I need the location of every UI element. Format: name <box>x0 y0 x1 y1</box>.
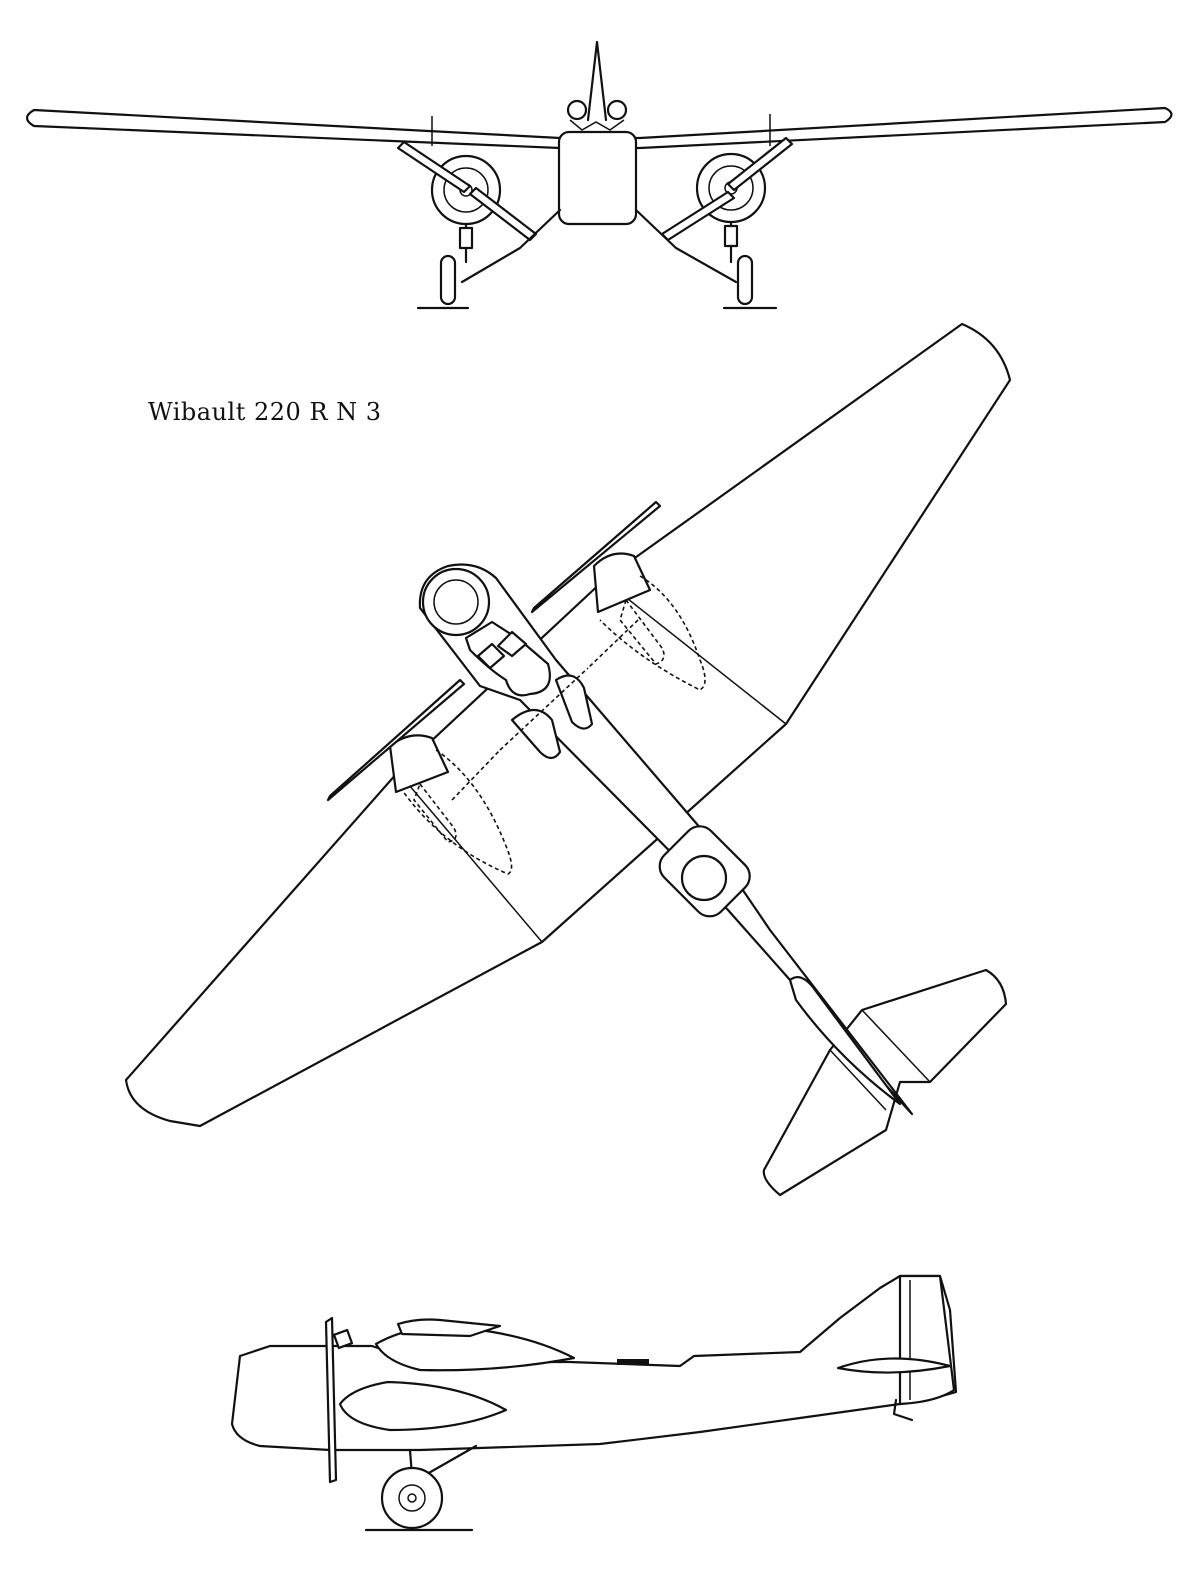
aircraft-caption: Wibault 220 R N 3 <box>148 398 382 426</box>
front-fin <box>586 40 608 122</box>
side-wheel <box>380 1466 444 1530</box>
front-left-wheel <box>439 254 457 306</box>
plan-right-engine <box>530 500 706 691</box>
front-fuselage <box>557 130 638 226</box>
front-right-engine <box>660 136 794 242</box>
front-right-wheel <box>736 254 754 306</box>
side-lower-nacelle <box>338 1380 508 1432</box>
front-view <box>25 40 1173 310</box>
side-propeller <box>324 1316 338 1484</box>
side-fuselage <box>230 1274 958 1452</box>
plan-left-engine <box>326 678 513 875</box>
front-left-engine <box>396 140 538 242</box>
plan-view <box>124 322 1012 1197</box>
side-view <box>230 1274 958 1532</box>
front-wing <box>25 106 1173 150</box>
plan-nose-cowl <box>421 567 491 637</box>
